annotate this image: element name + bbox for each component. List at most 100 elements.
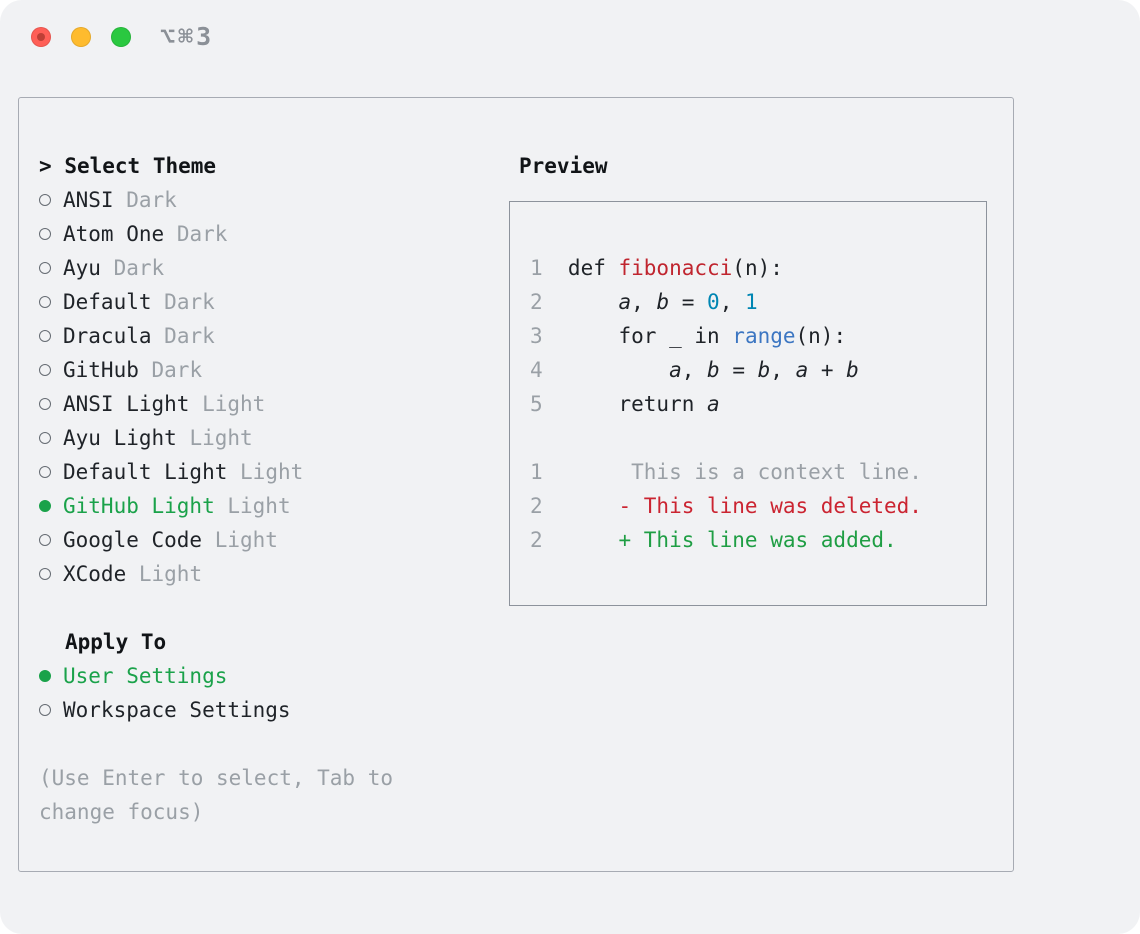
code-segment: , (770, 358, 796, 382)
option-label: Dracula (63, 324, 152, 348)
close-button[interactable] (31, 27, 51, 47)
prompt-caret-icon: > (39, 154, 52, 178)
option-label: ANSI Light (63, 392, 190, 416)
theme-option-google-code[interactable]: Google Code Light (39, 523, 484, 557)
theme-variant-label: Light (227, 494, 291, 518)
radio-icon (39, 398, 51, 410)
radio-icon (39, 330, 51, 342)
theme-option-github[interactable]: GitHub Dark (39, 353, 484, 387)
theme-variant-label: Dark (164, 290, 215, 314)
apply-option-workspace-settings[interactable]: Workspace Settings (39, 693, 484, 727)
code-segment: a (669, 358, 682, 382)
code-segment (568, 358, 669, 382)
radio-icon (39, 466, 51, 478)
code-segment: return (567, 392, 707, 416)
zoom-button[interactable] (111, 27, 131, 47)
spacer (39, 727, 484, 761)
radio-icon (39, 534, 51, 546)
code-segment: fibonacci (618, 256, 733, 280)
apply-option-user-settings[interactable]: User Settings (39, 659, 484, 693)
theme-variant-label: Light (189, 426, 253, 450)
select-theme-title: Select Theme (64, 154, 217, 178)
theme-option-github-light[interactable]: GitHub Light Light (39, 489, 484, 523)
option-label: Default (63, 290, 152, 314)
theme-variant-label: Light (138, 562, 203, 586)
apply-to-heading: Apply To (65, 630, 167, 654)
radio-icon (39, 228, 51, 240)
code-segment: def (567, 256, 619, 280)
theme-option-ansi[interactable]: ANSI Dark (39, 183, 484, 217)
theme-option-dracula[interactable]: Dracula Dark (39, 319, 484, 353)
code-segment: a (707, 392, 720, 416)
code-segment: b (846, 358, 859, 382)
minimize-button[interactable] (71, 27, 91, 47)
line-number: 2 (530, 494, 543, 518)
option-label: Workspace Settings (63, 698, 291, 722)
code-segment: , (631, 290, 657, 314)
theme-variant-label: Dark (176, 222, 228, 246)
theme-variant-label: Light (240, 460, 304, 484)
option-label: GitHub Light (63, 494, 215, 518)
option-label: ANSI (63, 188, 114, 212)
theme-option-ayu[interactable]: Ayu Dark (39, 251, 484, 285)
line-number: 2 (530, 528, 543, 552)
code-segment: b (656, 290, 670, 314)
theme-option-default[interactable]: Default Dark (39, 285, 484, 319)
line-number: 1 (530, 256, 543, 280)
radio-icon (39, 296, 51, 308)
window-title: ⌥⌘3 (160, 22, 215, 51)
code-segment: 1 (745, 290, 758, 314)
radio-icon (39, 568, 51, 580)
theme-option-atom-one[interactable]: Atom One Dark (39, 217, 484, 251)
theme-variant-label: Dark (151, 358, 203, 382)
code-segment: = (719, 358, 758, 382)
radio-icon (39, 364, 51, 376)
theme-variant-label: Dark (126, 188, 177, 212)
radio-icon (39, 262, 51, 274)
theme-option-xcode[interactable]: XCode Light (39, 557, 484, 591)
line-number: 4 (530, 358, 543, 382)
code-segment: , (681, 358, 708, 382)
option-label: User Settings (63, 664, 228, 688)
code-segment: 0 (707, 290, 720, 314)
code-segment: = (669, 290, 708, 314)
theme-variant-label: Light (202, 392, 266, 416)
code-segment: + (808, 358, 847, 382)
code-segment: , (719, 290, 745, 314)
code-segment: This is a context line. (567, 460, 922, 484)
code-line: 1 def fibonacci(n): (530, 251, 986, 285)
option-label: XCode (63, 562, 127, 586)
code-segment: a (618, 290, 632, 314)
preview-heading: Preview (519, 154, 608, 178)
code-segment: b (707, 358, 720, 382)
code-line (530, 421, 986, 455)
theme-option-ayu-light[interactable]: Ayu Light Light (39, 421, 484, 455)
theme-option-ansi-light[interactable]: ANSI Light Light (39, 387, 484, 421)
code-segment: a (795, 358, 809, 382)
option-label: Atom One (63, 222, 165, 246)
code-line: 2 a, b = 0, 1 (530, 285, 986, 319)
theme-option-default-light[interactable]: Default Light Light (39, 455, 484, 489)
theme-variant-label: Dark (113, 256, 165, 280)
code-segment: + This line was added. (567, 528, 897, 552)
radio-icon (39, 432, 51, 444)
radio-selected-icon (39, 670, 51, 682)
code-line: 2 + This line was added. (530, 523, 986, 557)
option-label: Ayu Light (63, 426, 177, 450)
option-label: Default Light (63, 460, 228, 484)
code-line: 5 return a (530, 387, 986, 421)
theme-variant-label: Dark (164, 324, 215, 348)
line-number: 1 (530, 460, 543, 484)
hint-text: (Use Enter to select, Tab to change focu… (39, 766, 394, 824)
option-label: Google Code (63, 528, 203, 552)
code-segment: (n): (732, 256, 783, 280)
radio-selected-icon (39, 500, 51, 512)
